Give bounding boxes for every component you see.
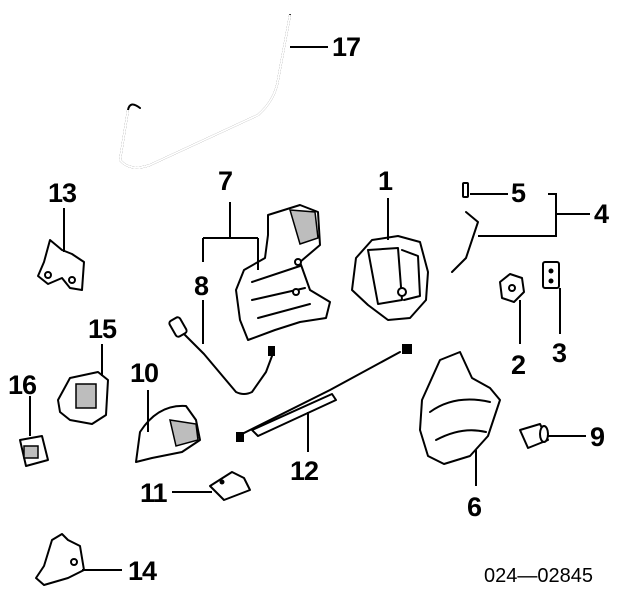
callout-10: 10 [130,358,159,388]
callout-15: 15 [88,314,117,344]
part-3-plate [542,261,560,289]
callout-7: 7 [218,166,233,196]
part-7-lock-mechanism [235,204,331,341]
part-6-handle-housing [419,351,501,465]
part-16-clip [19,435,49,467]
part-12-strut [236,344,412,442]
callout-16: 16 [8,370,37,400]
callout-5: 5 [511,178,526,208]
callout-12: 12 [290,456,319,486]
part-13-bracket [37,239,85,291]
diagram-code: 024—02845 [484,565,593,587]
callout-14: 14 [128,556,157,586]
callout-17: 17 [332,32,361,62]
part-9-bushing [519,423,549,449]
part-5-pin [462,182,469,198]
callout-3: 3 [552,338,567,368]
part-10-handle [135,404,201,463]
part-4-rod [451,211,479,273]
part-15-hinge [57,371,109,425]
part-17-window-seal [118,14,291,169]
callout-9: 9 [590,422,605,452]
part-2-clip [499,273,525,303]
part-11-bracket [209,471,251,501]
callout-2: 2 [511,350,526,380]
callout-8: 8 [194,271,209,301]
callout-4: 4 [594,199,609,229]
leader-lines [29,46,590,571]
callout-1: 1 [378,166,393,196]
part-14-hinge [35,533,85,586]
callout-11: 11 [140,478,168,508]
callout-13: 13 [48,178,77,208]
callout-6: 6 [467,492,482,522]
part-8-linkage-rod [168,316,275,395]
part-1-lock-actuator [351,235,429,321]
